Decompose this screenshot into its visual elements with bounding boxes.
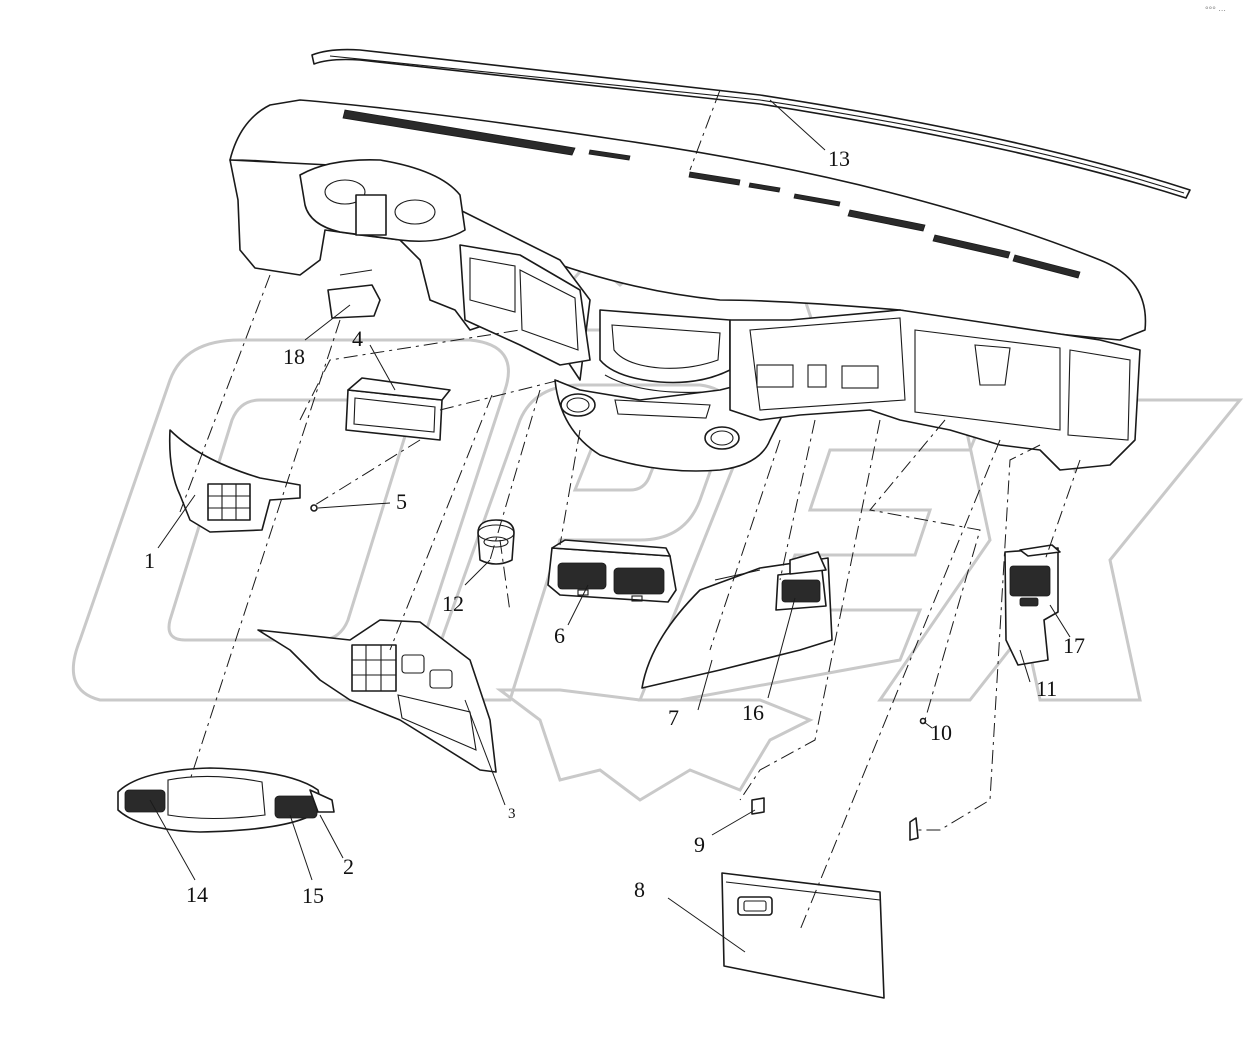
callout-5: 5 [396, 489, 407, 514]
part-8-glove-box-door [721, 872, 885, 999]
part-6-center-vent [547, 539, 677, 603]
assembly-dashed-lines [179, 89, 1081, 931]
part-latch [909, 817, 919, 841]
dashboard-main-panel [229, 99, 1147, 472]
callout-13: 13 [828, 146, 850, 171]
part-13-top-trim-strip [311, 48, 1191, 199]
part-1-left-panel [168, 429, 301, 533]
part-12-cup-insert [477, 519, 515, 565]
callout-9: 9 [694, 832, 705, 857]
callout-18: 18 [283, 344, 305, 369]
callout-6: 6 [554, 623, 565, 648]
callout-14: 14 [186, 882, 208, 907]
part-11-right-end-panel [1004, 544, 1061, 666]
callout-labels: 1 2 3 4 5 6 7 8 9 10 11 12 13 14 15 16 1… [144, 146, 1085, 908]
callout-11: 11 [1036, 676, 1057, 701]
callout-2: 2 [343, 854, 354, 879]
part-4-radio-bracket [345, 377, 451, 441]
part-5-screw [310, 504, 318, 512]
callout-3: 3 [508, 806, 516, 822]
callout-17: 17 [1063, 633, 1085, 658]
part-2-switch [309, 789, 335, 813]
callout-12: 12 [442, 591, 464, 616]
callout-15: 15 [302, 883, 324, 908]
callout-7: 7 [668, 705, 679, 730]
callout-8: 8 [634, 877, 645, 902]
part-18-clip-bracket [327, 269, 381, 319]
callout-4: 4 [352, 326, 363, 351]
callout-16: 16 [742, 700, 764, 725]
callout-10: 10 [930, 720, 952, 745]
callout-1: 1 [144, 548, 155, 573]
part-9-clip [751, 797, 765, 815]
part-3-lower-dash-panel [257, 619, 497, 773]
callout-leader-lines [149, 99, 1071, 953]
part-16-right-vent [775, 551, 827, 611]
corner-mark: °°° ∙∙∙ [1205, 5, 1226, 15]
part-14-cluster-bezel [117, 767, 335, 833]
